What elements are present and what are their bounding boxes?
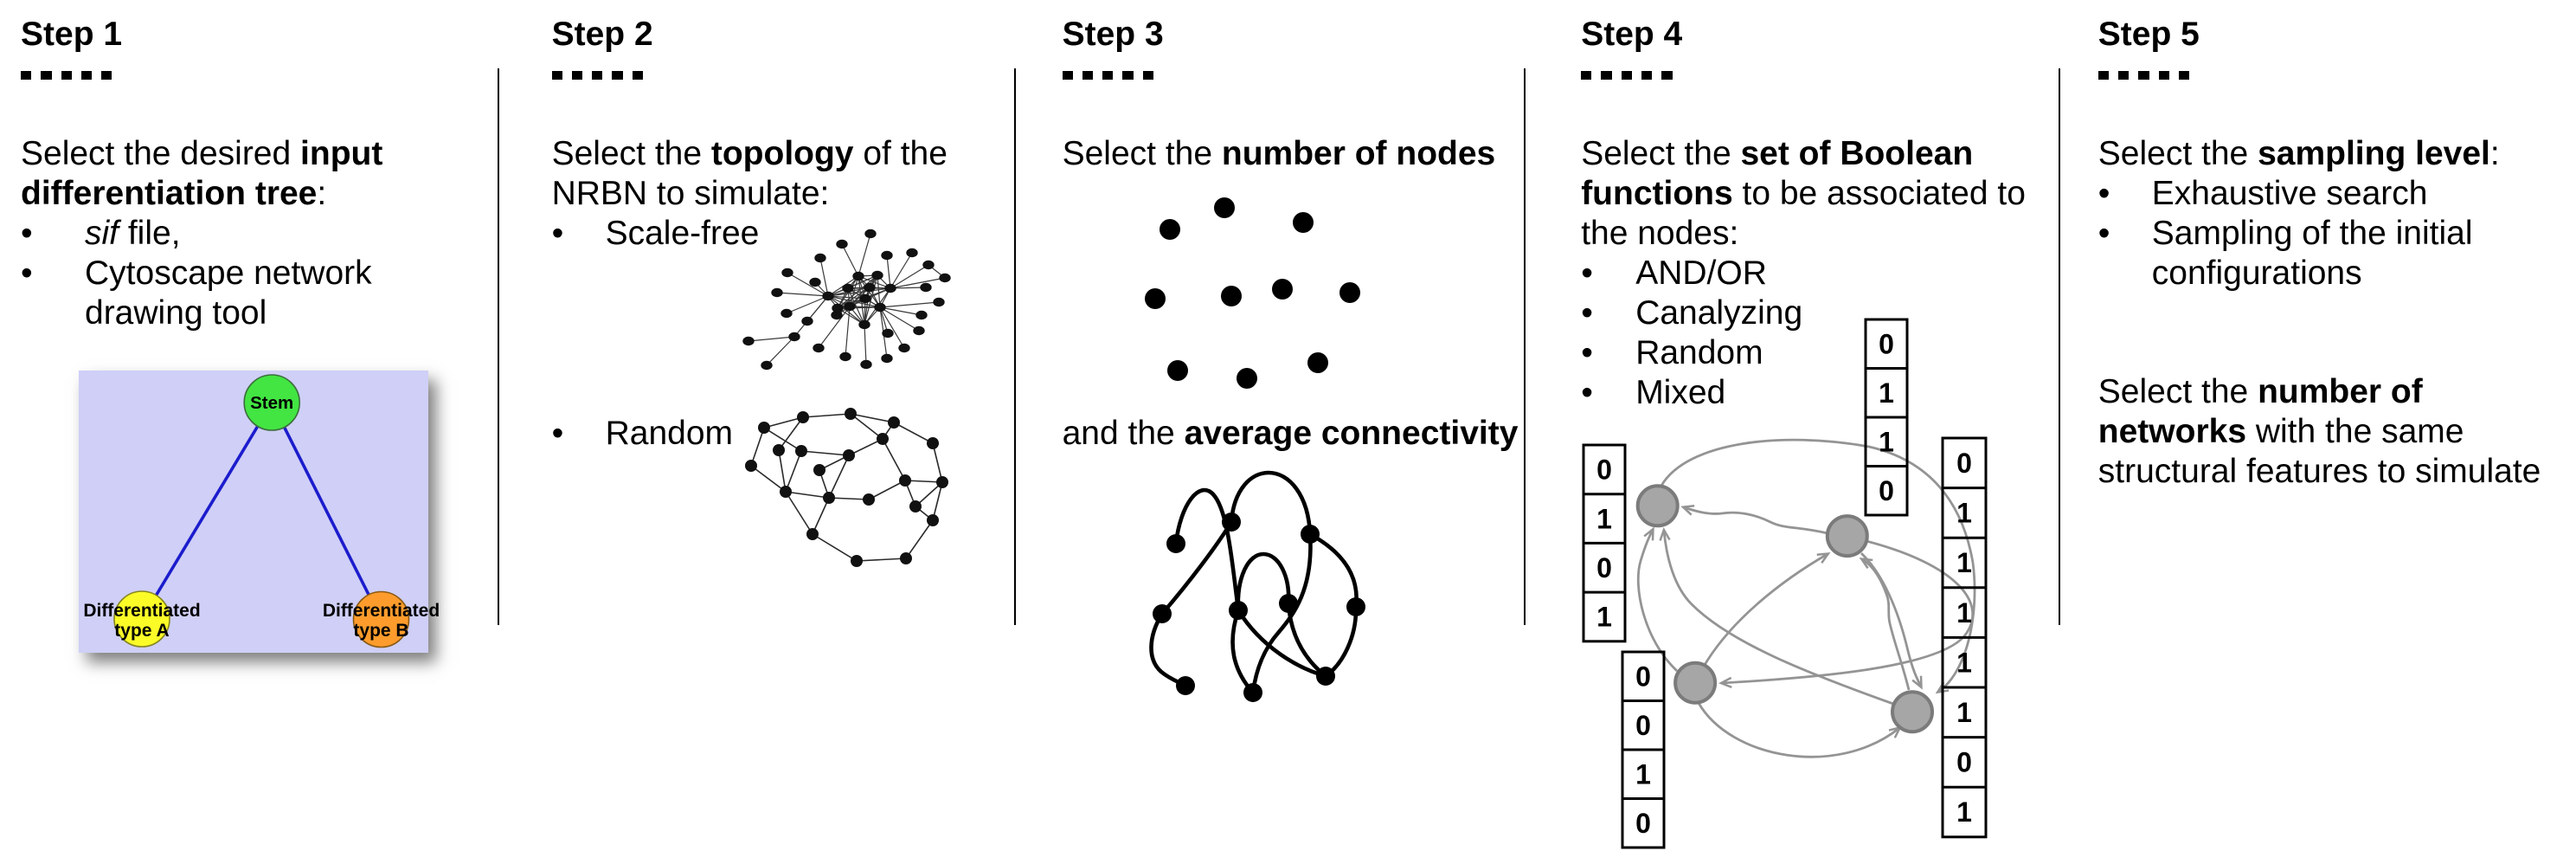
svg-text:0: 0 (1956, 448, 1972, 479)
svg-text:1: 1 (1596, 602, 1612, 633)
svg-text:Differentiated: Differentiated (322, 601, 439, 621)
svg-text:1: 1 (1879, 377, 1894, 409)
svg-text:0: 0 (1635, 808, 1651, 839)
svg-text:type B: type B (353, 621, 408, 641)
svg-text:0: 0 (1879, 475, 1894, 506)
svg-text:Stem: Stem (250, 393, 293, 413)
svg-text:type A: type A (114, 621, 169, 641)
svg-text:1: 1 (1596, 503, 1612, 534)
svg-text:1: 1 (1956, 697, 1972, 728)
svg-text:1: 1 (1956, 547, 1972, 578)
svg-text:1: 1 (1956, 498, 1972, 529)
svg-text:0: 0 (1596, 552, 1612, 583)
svg-text:1: 1 (1879, 426, 1894, 457)
svg-text:0: 0 (1879, 328, 1894, 359)
svg-text:0: 0 (1596, 455, 1612, 486)
svg-text:0: 0 (1635, 661, 1651, 692)
svg-text:1: 1 (1956, 796, 1972, 828)
svg-text:Differentiated: Differentiated (83, 601, 200, 621)
svg-text:1: 1 (1635, 758, 1651, 790)
svg-text:0: 0 (1635, 710, 1651, 741)
svg-text:0: 0 (1956, 747, 1972, 778)
svg-text:1: 1 (1956, 597, 1972, 629)
svg-text:1: 1 (1956, 647, 1972, 678)
